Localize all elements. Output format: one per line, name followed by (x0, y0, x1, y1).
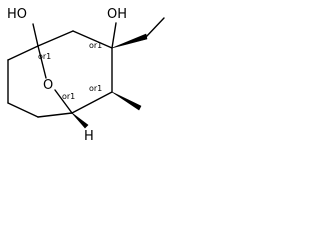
structure-svg: HO OH O H or1 or1 or1 or1 (7, 7, 165, 144)
stereo-label-c3: or1 (89, 41, 102, 50)
bond-c1-c2 (37, 30, 74, 47)
hydroxyl-label-left: HO (7, 7, 27, 22)
bond-c6-c5 (37, 112, 73, 118)
bond-o-c5 (54, 89, 73, 114)
bond-ethyl (145, 17, 165, 38)
bond-c1-o (37, 45, 47, 79)
wedge-bond-c4-methyl (111, 91, 142, 111)
stereo-label-c1: or1 (38, 52, 51, 61)
molecule-structure-diagram: HO OH O H or1 or1 or1 or1 (0, 0, 172, 146)
bridge-oxygen-label: O (43, 78, 53, 93)
wedge-bond-c3-ethyl (111, 33, 148, 49)
hydroxyl-label-top: OH (107, 7, 127, 22)
stereo-label-c4: or1 (89, 84, 102, 93)
bond-c7-c6 (7, 102, 39, 118)
bond-c3-oh (111, 22, 117, 49)
bond-c1-c8 (7, 45, 39, 61)
bond-c1-oh (32, 23, 39, 47)
bond-c4-c5 (71, 91, 113, 114)
wedge-bond-c5-h (71, 112, 89, 129)
hydrogen-label: H (84, 129, 94, 144)
stereo-label-c5: or1 (62, 92, 75, 101)
bond-c2-c3 (72, 30, 113, 49)
